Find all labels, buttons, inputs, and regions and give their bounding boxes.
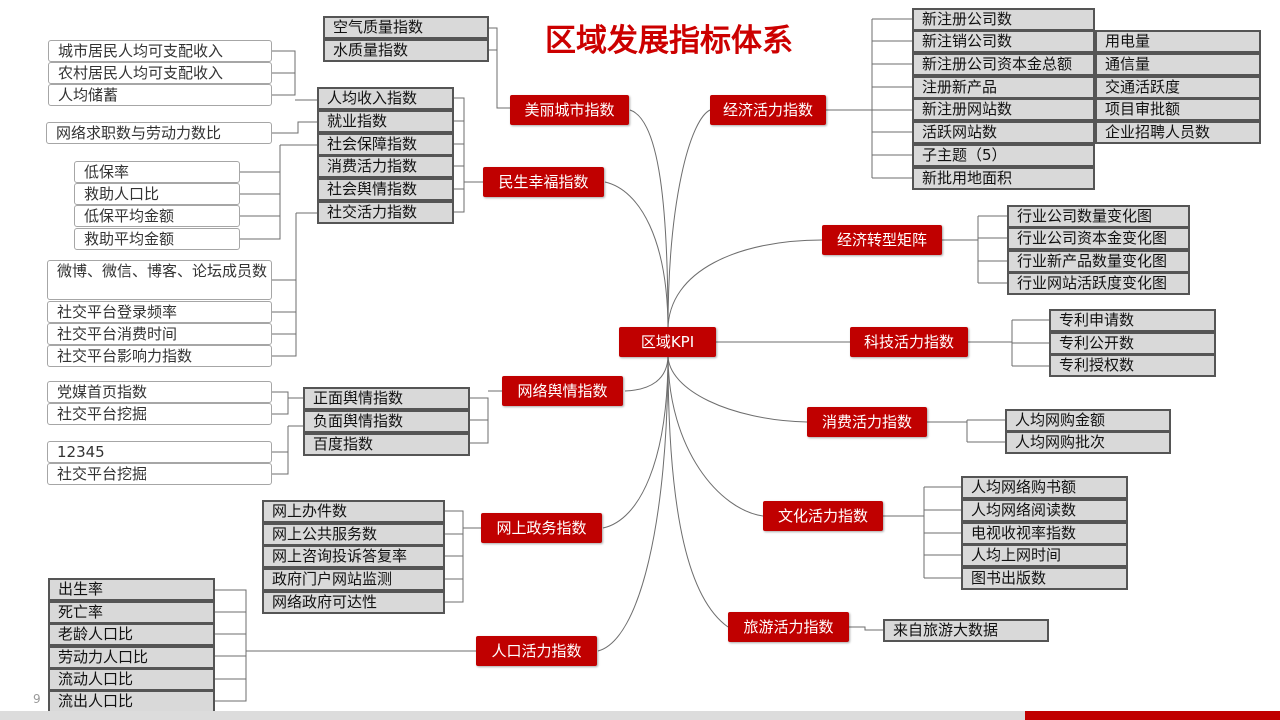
page-title: 区域发展指标体系 xyxy=(545,23,793,59)
zhengwu-item: 网络政府可达性 xyxy=(262,591,445,614)
branch-xiaofei: 消费活力指数 xyxy=(807,407,927,437)
social-source: 微博、微信、博客、论坛成员数 xyxy=(47,260,272,300)
minsheng-item: 社会舆情指数 xyxy=(317,178,454,201)
jingji-item: 新注册网站数 xyxy=(912,98,1095,121)
jingji-item: 新注册公司资本金总额 xyxy=(912,53,1095,76)
branch-lvyou: 旅游活力指数 xyxy=(728,612,849,642)
branch-minsheng: 民生幸福指数 xyxy=(483,167,604,197)
jingji-item: 新注册公司数 xyxy=(912,8,1095,31)
jingji-item-b: 交通活跃度 xyxy=(1095,76,1261,99)
income-source: 城市居民人均可支配收入 xyxy=(48,40,272,62)
branch-jingji: 经济活力指数 xyxy=(710,95,826,125)
renkou-item: 老龄人口比 xyxy=(48,623,215,646)
yuqing-item: 负面舆情指数 xyxy=(303,410,470,433)
yuqing-source: 12345 xyxy=(47,441,272,463)
renkou-item: 流出人口比 xyxy=(48,690,215,713)
security-source: 救助平均金额 xyxy=(74,228,240,250)
renkou-item: 死亡率 xyxy=(48,601,215,624)
branch-renkou: 人口活力指数 xyxy=(476,636,597,666)
lvyou-item: 来自旅游大数据 xyxy=(883,619,1049,642)
jingji-item-b: 通信量 xyxy=(1095,53,1261,76)
minsheng-item: 社会保障指数 xyxy=(317,133,454,156)
wenhua-item: 图书出版数 xyxy=(961,567,1128,590)
xiaofei-item: 人均网购批次 xyxy=(1005,431,1171,454)
keji-item: 专利公开数 xyxy=(1049,332,1216,355)
branch-zhengwu: 网上政务指数 xyxy=(481,513,602,543)
social-source: 社交平台登录频率 xyxy=(47,301,272,323)
zhengwu-item: 政府门户网站监测 xyxy=(262,568,445,591)
social-source: 社交平台影响力指数 xyxy=(47,345,272,367)
yuqing-item: 正面舆情指数 xyxy=(303,387,470,410)
wenhua-item: 人均网络阅读数 xyxy=(961,499,1128,522)
wenhua-item: 人均上网时间 xyxy=(961,544,1128,567)
zhuanxing-item: 行业公司数量变化图 xyxy=(1007,205,1190,228)
keji-item: 专利授权数 xyxy=(1049,354,1216,377)
branch-zhuanxing: 经济转型矩阵 xyxy=(822,225,942,255)
branch-wenhua: 文化活力指数 xyxy=(763,501,883,531)
social-source: 社交平台消费时间 xyxy=(47,323,272,345)
renkou-item: 劳动力人口比 xyxy=(48,646,215,669)
minsheng-item: 人均收入指数 xyxy=(317,87,454,110)
page-number: 9 xyxy=(33,692,41,706)
zhengwu-item: 网上办件数 xyxy=(262,500,445,523)
security-source: 低保平均金额 xyxy=(74,205,240,227)
branch-keji: 科技活力指数 xyxy=(850,327,968,357)
minsheng-item: 就业指数 xyxy=(317,110,454,133)
jingji-item: 子主题（5） xyxy=(912,144,1095,167)
zhuanxing-item: 行业新产品数量变化图 xyxy=(1007,250,1190,273)
jingji-item: 新批用地面积 xyxy=(912,167,1095,190)
zhuanxing-item: 行业网站活跃度变化图 xyxy=(1007,272,1190,295)
minsheng-item: 社交活力指数 xyxy=(317,201,454,224)
jingji-item-b: 项目审批额 xyxy=(1095,98,1261,121)
security-source: 救助人口比 xyxy=(74,183,240,205)
branch-meili: 美丽城市指数 xyxy=(510,95,629,125)
root-node: 区域KPI xyxy=(619,327,716,357)
jingji-item-b: 用电量 xyxy=(1095,30,1261,53)
meili-item: 空气质量指数 xyxy=(323,16,489,39)
security-source: 低保率 xyxy=(74,161,240,183)
branch-yuqing: 网络舆情指数 xyxy=(502,376,623,406)
renkou-item: 出生率 xyxy=(48,578,215,601)
yuqing-source: 社交平台挖掘 xyxy=(47,403,272,425)
footer-accent xyxy=(1025,711,1280,720)
minsheng-item: 消费活力指数 xyxy=(317,155,454,178)
renkou-item: 流动人口比 xyxy=(48,668,215,691)
income-source: 农村居民人均可支配收入 xyxy=(48,62,272,84)
keji-item: 专利申请数 xyxy=(1049,309,1216,332)
jingji-item: 活跃网站数 xyxy=(912,121,1095,144)
wenhua-item: 电视收视率指数 xyxy=(961,522,1128,545)
jingji-item: 新注销公司数 xyxy=(912,30,1095,53)
footer-bar xyxy=(0,711,1280,720)
zhuanxing-item: 行业公司资本金变化图 xyxy=(1007,227,1190,250)
wenhua-item: 人均网络购书额 xyxy=(961,476,1128,499)
jingji-item: 注册新产品 xyxy=(912,76,1095,99)
income-source: 人均储蓄 xyxy=(48,84,272,106)
job-source: 网络求职数与劳动力数比 xyxy=(46,122,272,144)
yuqing-item: 百度指数 xyxy=(303,433,470,456)
zhengwu-item: 网上公共服务数 xyxy=(262,523,445,546)
xiaofei-item: 人均网购金额 xyxy=(1005,409,1171,432)
yuqing-source: 党媒首页指数 xyxy=(47,381,272,403)
zhengwu-item: 网上咨询投诉答复率 xyxy=(262,545,445,568)
meili-item: 水质量指数 xyxy=(323,39,489,62)
yuqing-source: 社交平台挖掘 xyxy=(47,463,272,485)
jingji-item-b: 企业招聘人员数 xyxy=(1095,121,1261,144)
